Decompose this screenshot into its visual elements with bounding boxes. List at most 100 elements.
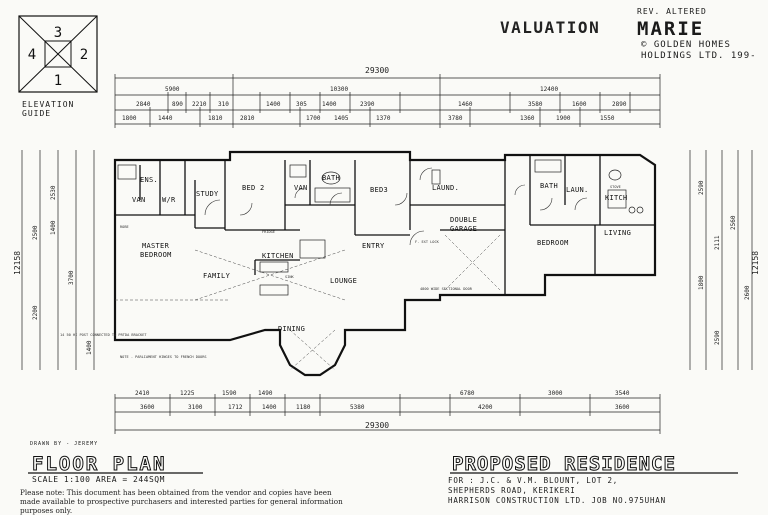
address-line: SHEPHERDS ROAD, KERIKERI — [448, 486, 576, 495]
scale-area: SCALE 1:100 AREA = 244sqM — [32, 475, 165, 484]
dim-left-3: 3700 — [68, 270, 75, 285]
room-label-van-mid: VAN — [294, 184, 308, 192]
dim-bottom-r2-0: 3600 — [140, 404, 155, 411]
room-label-double-2: GARAGE — [450, 225, 477, 233]
proposed-residence-title: PROPOSED RESIDENCE — [450, 453, 738, 474]
dim-top-r3-8: 1360 — [520, 115, 535, 122]
guide-number-right: 2 — [80, 47, 88, 63]
room-label-living: LIVING — [604, 229, 631, 237]
room-label-dining: DINING — [278, 325, 305, 333]
room-label-bath: BATH — [322, 174, 340, 182]
dim-left-4: 2200 — [32, 305, 39, 320]
room-label-study: STUDY — [196, 190, 219, 198]
dim-right-2: 2560 — [730, 215, 737, 230]
dim-top-r2-2: 2210 — [192, 101, 207, 108]
dim-bottom-r2-5: 5380 — [350, 404, 365, 411]
dim-right-3: 1800 — [698, 275, 705, 290]
design-name: MARIE — [637, 18, 705, 40]
drawn-by: DRAWN BY - JEREMY — [30, 441, 99, 447]
dim-top-r3-0: 1800 — [122, 115, 137, 122]
builder-line-1: © GOLDEN HOMES — [641, 40, 731, 50]
room-label-master-2: BEDROOM — [140, 251, 172, 259]
revision-note: REV. ALTERED — [637, 7, 707, 16]
elevation-guide: 3 4 2 1 — [18, 15, 98, 93]
dim-left-1: 1400 — [50, 220, 57, 235]
proposed-residence-text: PROPOSED RESIDENCE — [452, 453, 676, 474]
dim-top-r1-0: 5900 — [165, 86, 180, 93]
guide-number-left: 4 — [28, 47, 36, 63]
dim-bottom-r1-4: 6780 — [460, 390, 475, 397]
floor-plan-drawing: ENS. VAN W/R STUDY BED 2 VAN BATH BED3 L… — [13, 66, 760, 434]
room-label-double-1: DOUBLE — [450, 216, 477, 224]
dim-top-r2-10: 1600 — [572, 101, 587, 108]
room-label-entry: ENTRY — [362, 242, 385, 250]
elevation-guide-line1: ELEVATION — [22, 100, 75, 109]
dim-top-r1-1: 10300 — [330, 86, 348, 93]
dim-bottom-r2-4: 1180 — [296, 404, 311, 411]
dim-top-r3-9: 1900 — [556, 115, 571, 122]
note-robe: ROBE — [120, 225, 129, 229]
room-label-van-left: VAN — [132, 196, 146, 204]
dim-bottom-r1-6: 3540 — [615, 390, 630, 397]
valuation-stamp: VALUATION — [500, 18, 601, 37]
dim-left-2: 2500 — [32, 225, 39, 240]
room-label-bed3: BED3 — [370, 186, 388, 194]
dim-bottom-r1-5: 3000 — [548, 390, 563, 397]
dim-top-r3-1: 1440 — [158, 115, 173, 122]
dim-bottom-r2-3: 1400 — [262, 404, 277, 411]
dim-top-r2-6: 1400 — [322, 101, 337, 108]
dim-right-1: 2111 — [714, 235, 721, 250]
room-label-family: FAMILY — [203, 272, 231, 280]
room-label-master-1: MASTER — [142, 242, 170, 250]
dim-top-r3-10: 1550 — [600, 115, 615, 122]
dim-top-r3-5: 1405 — [334, 115, 349, 122]
dim-top-r2-1: 890 — [172, 101, 183, 108]
dim-right-5: 2590 — [714, 330, 721, 345]
elevation-guide-line2: GUIDE — [22, 109, 52, 118]
room-label-bedroom-right: BEDROOM — [537, 239, 569, 247]
dim-top-r3-6: 1370 — [376, 115, 391, 122]
dim-top-r3-7: 3780 — [448, 115, 463, 122]
room-label-stove: STOVE — [610, 185, 621, 189]
dim-bottom-r2-6: 4200 — [478, 404, 493, 411]
floor-plan-title: FLOOR PLAN — [28, 453, 203, 474]
dim-top-r2-5: 305 — [296, 101, 307, 108]
floor-plan-title-text: FLOOR PLAN — [32, 453, 166, 474]
guide-number-top: 3 — [54, 25, 62, 41]
dim-right-total: 12158 — [751, 251, 760, 275]
dim-bottom-total: 29300 — [365, 421, 389, 430]
dim-left-5: 1400 — [86, 340, 93, 355]
note-sink: SINK — [285, 275, 294, 279]
dim-top-r2-8: 1460 — [458, 101, 473, 108]
room-label-kitchen: KITCHEN — [262, 252, 294, 260]
dim-left-total: 12158 — [13, 251, 22, 275]
dim-top-r2-11: 2890 — [612, 101, 627, 108]
room-label-laundry-right: LAUN. — [566, 186, 589, 194]
dim-left-0: 2530 — [50, 185, 57, 200]
room-label-bath-right: BATH — [540, 182, 558, 190]
dim-top-r1-2: 12400 — [540, 86, 558, 93]
dim-top-r2-7: 2390 — [360, 101, 375, 108]
room-label-kitch-right: KITCH — [605, 194, 628, 202]
disclaimer-notice: Please note: This document has been obta… — [20, 488, 343, 515]
dim-bottom-r1-0: 2410 — [135, 390, 150, 397]
elevation-guide-label: ELEVATION GUIDE — [22, 100, 92, 118]
dim-top-r3-2: 1810 — [208, 115, 223, 122]
dim-bottom-r2-1: 3100 — [188, 404, 203, 411]
dim-top-r3-4: 1700 — [306, 115, 321, 122]
dim-top-r2-3: 310 — [218, 101, 229, 108]
room-label-wr: W/R — [162, 196, 176, 204]
client-line: FOR : J.C. & V.M. BLOUNT, LOT 2, — [448, 476, 619, 485]
note-fridge: FRIDGE — [262, 230, 275, 234]
guide-number-bottom: 1 — [54, 73, 62, 89]
contractor-line: HARRISON CONSTRUCTION LTD. JOB No.975uha… — [448, 496, 666, 505]
dim-bottom-r2-2: 1712 — [228, 404, 243, 411]
room-label-bed2: BED 2 — [242, 184, 265, 192]
room-label-laund: LAUND. — [432, 184, 459, 192]
note-garage-door: 4800 WIDE SECTIONAL DOOR — [420, 287, 473, 291]
dim-bottom-r1-2: 1590 — [222, 390, 237, 397]
dim-top-r3-3: 2810 — [240, 115, 255, 122]
dim-bottom-r1-1: 1225 — [180, 390, 195, 397]
builder-line-2: HOLDINGS LTD. 199- — [641, 51, 757, 61]
note-post: 14 50 HI POST CONNECTED TO PRTDA BRACKET — [60, 333, 147, 337]
